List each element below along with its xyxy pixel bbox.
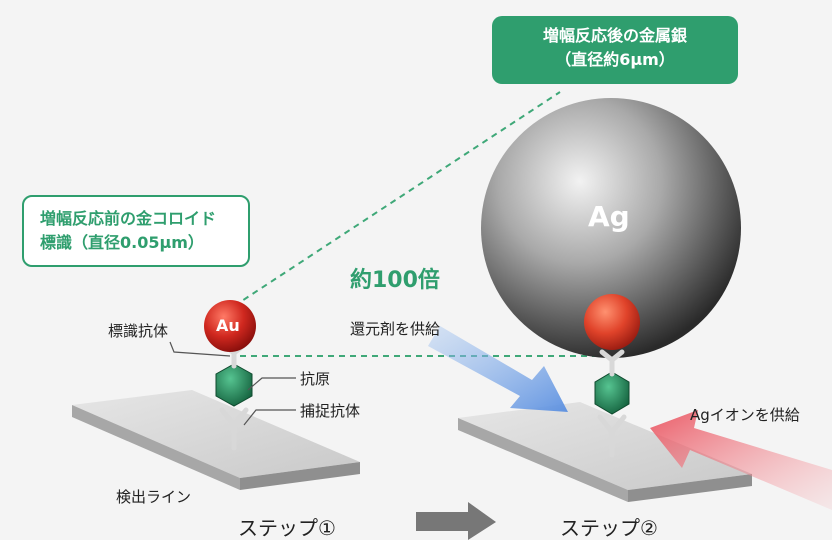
silver-particle-label: Ag bbox=[588, 200, 630, 233]
step1-label: ステップ① bbox=[238, 516, 336, 540]
ag-ion-arrow bbox=[650, 410, 832, 510]
gold-particle-label: Au bbox=[216, 316, 240, 335]
labeled-antibody-step2 bbox=[599, 349, 625, 377]
antigen-label: 抗原 bbox=[300, 370, 331, 388]
step-arrow bbox=[416, 502, 496, 540]
detection-line-label: 検出ライン bbox=[116, 488, 192, 506]
ag-ion-supply-label: Agイオンを供給 bbox=[690, 406, 800, 424]
capture-antibody-step1 bbox=[219, 407, 249, 451]
callout-after-amplification: 増幅反応後の金属銀 （直径約6μm） bbox=[492, 16, 738, 84]
magnification-guide-lines bbox=[224, 91, 600, 357]
antigen-step2 bbox=[594, 371, 630, 415]
callout-after-line2: （直径約6μm） bbox=[555, 50, 675, 69]
capture-antibody-label: 捕捉抗体 bbox=[300, 402, 361, 420]
callout-before-line2: 標識（直径0.05μm） bbox=[40, 233, 204, 252]
reducer-arrow bbox=[428, 326, 568, 412]
detection-strip-step1 bbox=[72, 390, 360, 490]
label-pointer-lines bbox=[169, 341, 296, 426]
labeled-antibody-label: 標識抗体 bbox=[108, 322, 169, 340]
gold-core-in-silver bbox=[584, 294, 640, 350]
reducer-supply-label: 還元剤を供給 bbox=[350, 320, 441, 338]
detection-strip-step2 bbox=[458, 402, 752, 502]
magnification-label: 約100倍 bbox=[350, 268, 440, 293]
callout-before-line1: 増幅反応前の金コロイド bbox=[40, 209, 217, 228]
capture-antibody-step2 bbox=[597, 414, 627, 458]
antigen-step1 bbox=[215, 363, 253, 407]
gold-colloid-particle bbox=[204, 300, 256, 352]
callout-after-line1: 増幅反応後の金属銀 bbox=[542, 26, 687, 45]
step2-label: ステップ② bbox=[560, 516, 658, 540]
callout-before-amplification: 増幅反応前の金コロイド 標識（直径0.05μm） bbox=[22, 195, 250, 267]
silver-particle bbox=[481, 98, 741, 358]
